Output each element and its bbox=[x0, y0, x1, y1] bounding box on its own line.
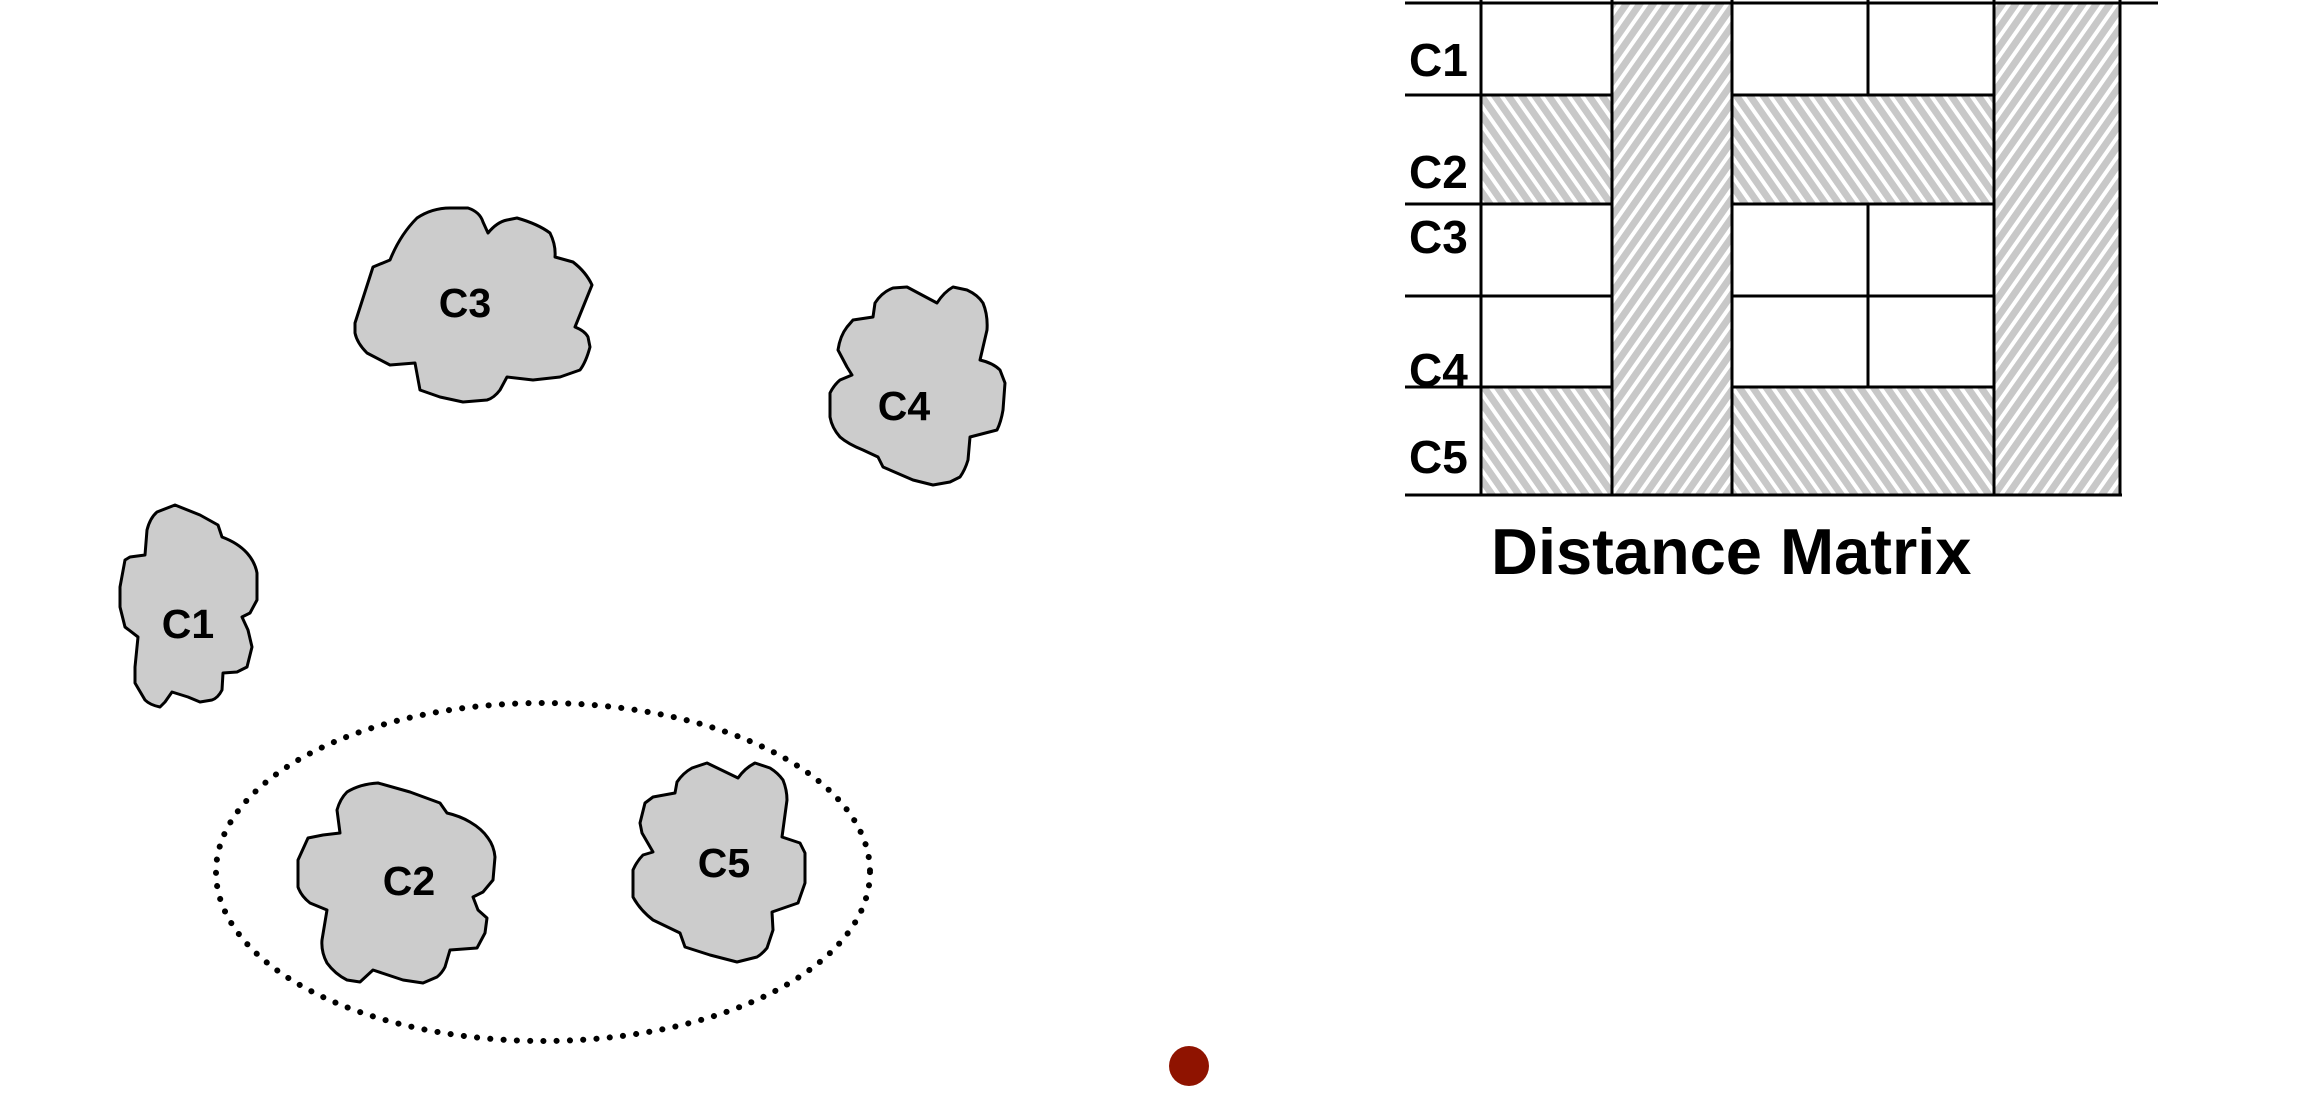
cluster-c1: C1 bbox=[118, 503, 259, 709]
cluster-c3: C3 bbox=[353, 206, 594, 404]
cluster-c2: C2 bbox=[296, 781, 497, 985]
matrix-row-c5-col1 bbox=[1481, 387, 1612, 495]
matrix-grid bbox=[1405, 0, 2158, 497]
matrix-row-label-c2: C2 bbox=[1409, 146, 1468, 198]
cluster-c4-blob bbox=[828, 285, 1007, 487]
cluster-c5-blob bbox=[631, 761, 807, 964]
cluster-c5-label: C5 bbox=[698, 840, 750, 886]
cluster-c3-label: C3 bbox=[439, 280, 491, 326]
matrix-title: Distance Matrix bbox=[1491, 515, 1971, 588]
distance-matrix: C1 C2 C3 C4 C5 Distance Matrix bbox=[1405, 0, 2158, 588]
cluster-c4: C4 bbox=[828, 285, 1007, 487]
cluster-c2-blob bbox=[296, 781, 497, 985]
grouping-ellipse bbox=[213, 700, 873, 1044]
matrix-row-label-c1: C1 bbox=[1409, 34, 1468, 86]
matrix-col-c2 bbox=[1612, 3, 1732, 495]
cluster-c3-blob bbox=[353, 206, 594, 404]
cluster-c2-label: C2 bbox=[383, 858, 435, 904]
cluster-c1-label: C1 bbox=[162, 601, 214, 647]
matrix-col-c5 bbox=[1994, 3, 2120, 495]
matrix-row-label-c3: C3 bbox=[1409, 211, 1468, 263]
cluster-c1-blob bbox=[118, 503, 259, 709]
marker-dot bbox=[1169, 1046, 1209, 1086]
matrix-row-c2-col1 bbox=[1481, 95, 1612, 204]
matrix-row-label-c5: C5 bbox=[1409, 431, 1468, 483]
matrix-row-c2-col34 bbox=[1732, 95, 1994, 204]
cluster-c4-label: C4 bbox=[878, 383, 931, 429]
matrix-row-c5-col34 bbox=[1732, 387, 1994, 495]
cluster-c5: C5 bbox=[631, 761, 807, 964]
matrix-row-label-c4: C4 bbox=[1409, 344, 1468, 396]
